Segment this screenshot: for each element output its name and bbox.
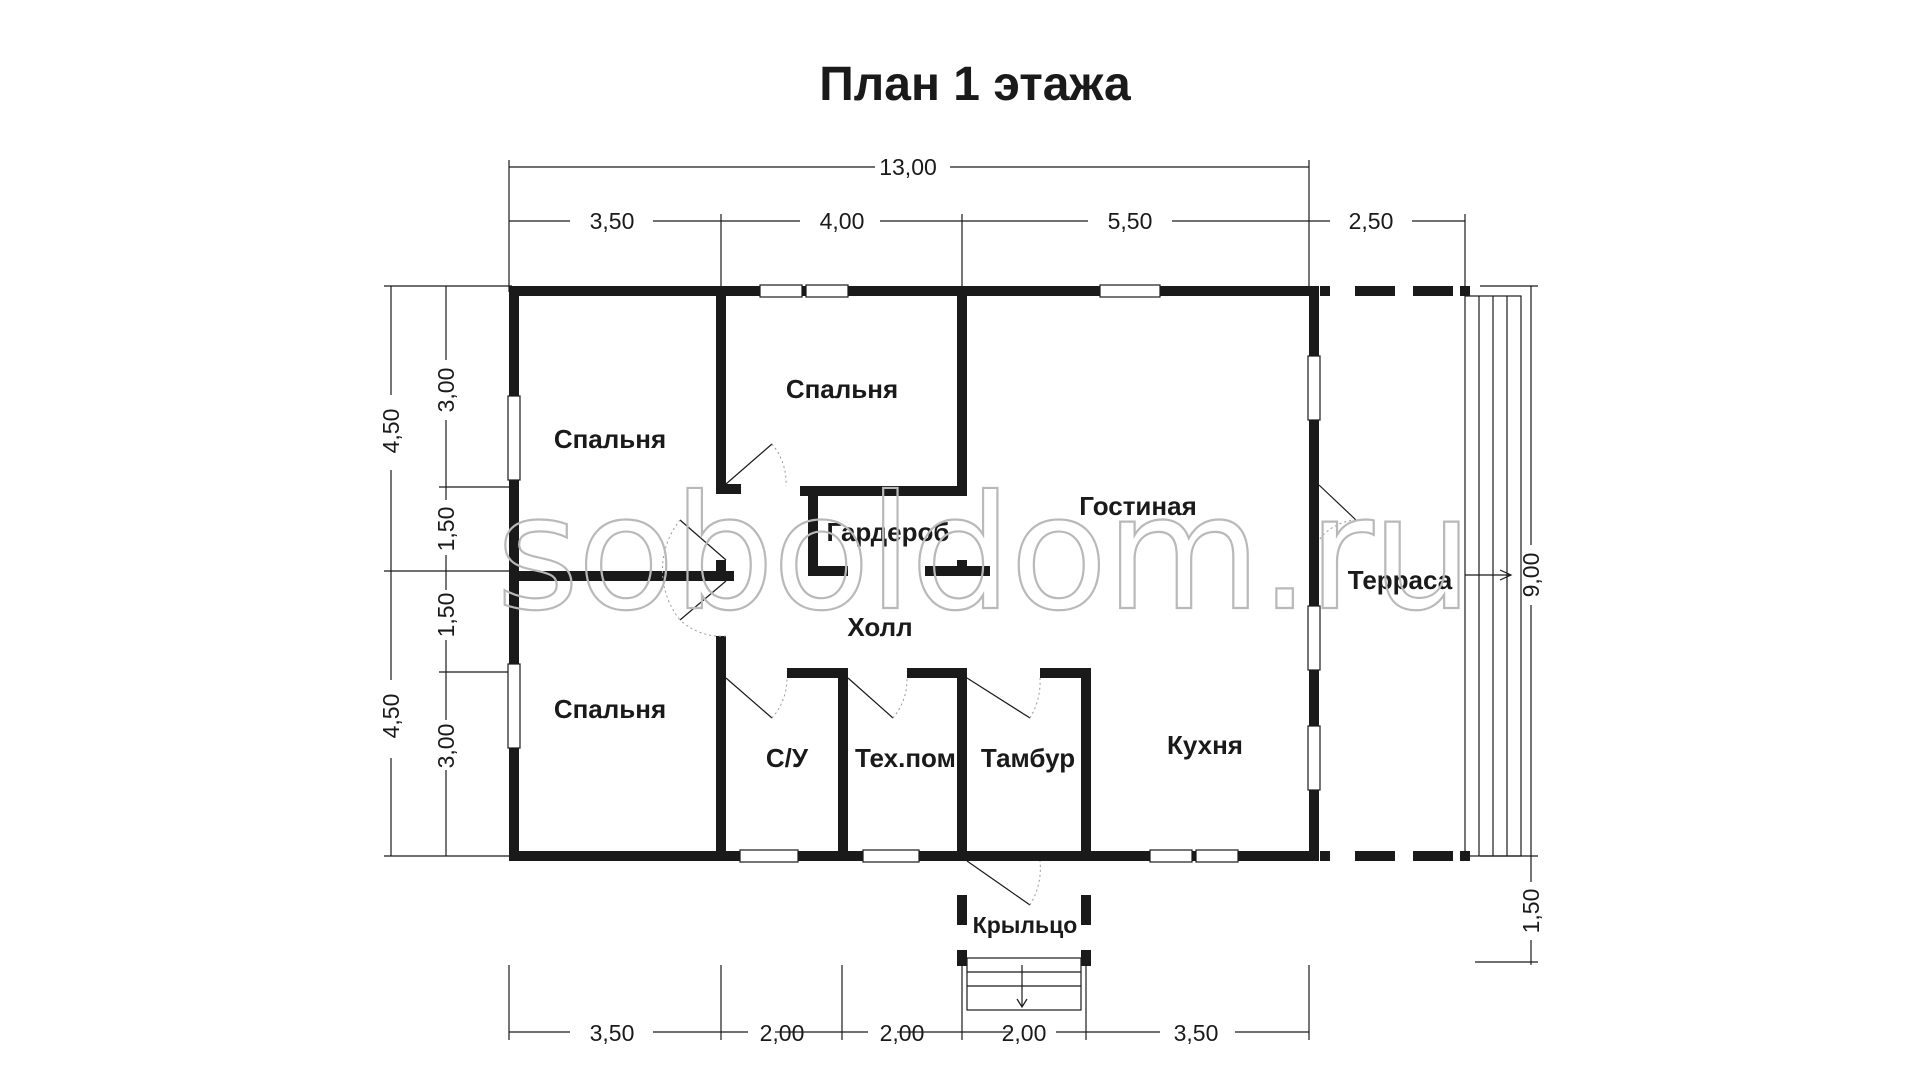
dim-top-segment-1: 3,50 bbox=[590, 208, 635, 234]
dim-right-total: 9,00 bbox=[1518, 553, 1544, 598]
dim-left-inner-2: 1,50 bbox=[433, 507, 459, 552]
dim-top-segment-4: 2,50 bbox=[1349, 208, 1394, 234]
doors bbox=[662, 443, 1357, 906]
dim-bottom-segment-4: 2,00 bbox=[1002, 1020, 1047, 1046]
dim-bottom-segment-2: 2,00 bbox=[760, 1020, 805, 1046]
room-label-vestibule: Тамбур bbox=[981, 743, 1075, 773]
room-label-wardrobe: Гардероб bbox=[827, 517, 950, 547]
room-label-hall: Холл bbox=[847, 612, 912, 642]
dim-left-outer-2: 4,50 bbox=[378, 694, 404, 739]
dim-bottom-segment-1: 3,50 bbox=[590, 1020, 635, 1046]
room-label-bedroom-top-left: Спальня bbox=[554, 424, 666, 454]
dim-left-inner-1: 3,00 bbox=[433, 368, 459, 413]
room-label-bedroom-top-middle: Спальня bbox=[786, 374, 898, 404]
dimension-lines bbox=[384, 160, 1538, 1040]
room-label-utility-room: Тех.пом. bbox=[855, 743, 963, 773]
windows bbox=[507, 284, 1321, 863]
room-label-terrace: Терраса bbox=[1348, 565, 1453, 595]
room-label-kitchen: Кухня bbox=[1167, 730, 1243, 760]
dim-left-outer-1: 4,50 bbox=[378, 409, 404, 454]
room-label-bathroom: С/У bbox=[766, 743, 809, 773]
dim-top-total: 13,00 bbox=[879, 154, 937, 180]
dim-top-segment-3: 5,50 bbox=[1108, 208, 1153, 234]
porch-steps bbox=[966, 957, 1082, 1011]
dim-top-segment-2: 4,00 bbox=[820, 208, 865, 234]
room-label-living-room: Гостиная bbox=[1079, 491, 1197, 521]
dim-left-inner-3: 1,50 bbox=[433, 593, 459, 638]
watermark-text: soboldom.ru bbox=[496, 462, 1471, 646]
dim-bottom-segment-5: 3,50 bbox=[1174, 1020, 1219, 1046]
dim-bottom-segment-3: 2,00 bbox=[880, 1020, 925, 1046]
plan-title: План 1 этажа bbox=[819, 58, 1131, 111]
terrace-steps bbox=[1464, 295, 1522, 857]
dim-right-porch: 1,50 bbox=[1518, 889, 1544, 934]
dim-left-inner-4: 3,00 bbox=[433, 724, 459, 769]
room-label-porch: Крыльцо bbox=[973, 912, 1078, 938]
room-label-bedroom-bottom-left: Спальня bbox=[554, 694, 666, 724]
